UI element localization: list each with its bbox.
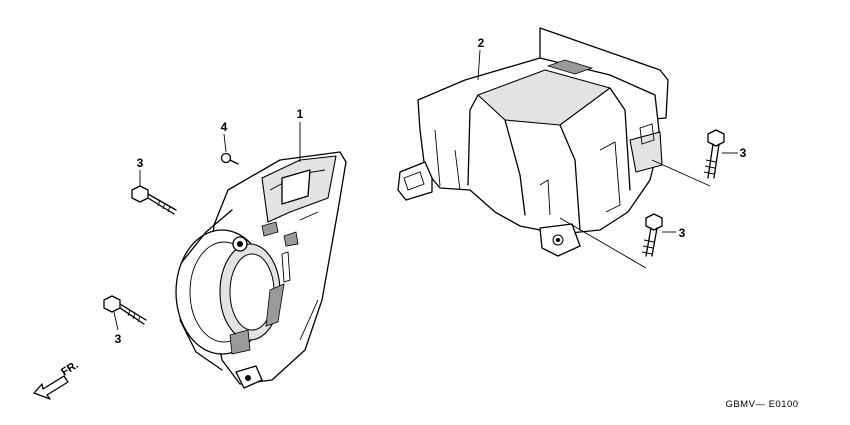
callout-bolt-right-upper: 3	[740, 146, 747, 160]
front-direction-label: FR.	[59, 359, 80, 379]
callout-fan-cover: 1	[297, 107, 304, 121]
leader-lines	[113, 49, 738, 331]
flange-bolt-right-lower	[641, 213, 663, 257]
front-direction-arrow: FR.	[33, 359, 81, 400]
engine-shroud	[397, 27, 669, 257]
callout-shroud: 2	[478, 36, 485, 50]
small-screw	[220, 152, 239, 165]
callout-screw: 4	[221, 120, 228, 134]
fan-cover	[175, 151, 347, 389]
callout-bolt-right-lower: 3	[679, 226, 686, 240]
callout-bolt-left-upper: 3	[137, 156, 144, 170]
flange-bolt-left-upper	[131, 185, 177, 215]
callout-bolt-left-lower: 3	[115, 332, 122, 346]
flange-bolt-right-upper	[703, 129, 725, 179]
diagram-code: GBMV— E0100	[725, 399, 798, 410]
flange-bolt-left-lower	[103, 295, 147, 325]
